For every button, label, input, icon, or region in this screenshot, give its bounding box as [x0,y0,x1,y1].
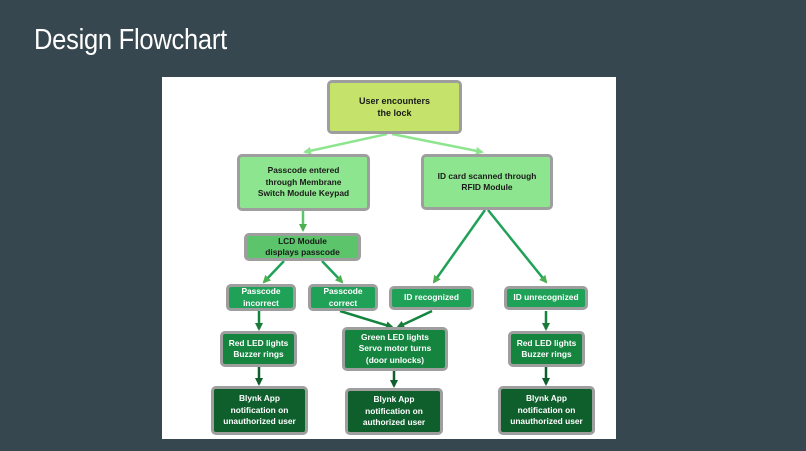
arrow-start-to-passcode [303,132,388,155]
node-id-card-scanned: ID card scanned through RFID Module [421,154,553,210]
arrow-idcard-to-unrecognized [487,209,548,284]
node-id-unrecognized: ID unrecognized [504,286,588,310]
slide-title: Design Flowchart [34,24,227,56]
arrow-lcd-to-incorrect [262,260,285,284]
arrow-recognized-to-greenled [396,309,433,329]
node-label: LCD Module displays passcode [265,235,340,257]
node-label: Blynk App notification on authorized use… [362,394,426,428]
node-label: User encounters the lock [358,95,431,118]
node-label: Passcode correct [323,286,363,308]
node-green-led-servo: Green LED lights Servo motor turns (door… [342,327,448,371]
node-passcode-incorrect: Passcode incorrect [226,284,296,311]
node-id-recognized: ID recognized [389,286,474,310]
arrow-idcard-to-recognized [432,209,487,284]
node-label: ID recognized [404,292,459,303]
node-label: Red LED lights Buzzer rings [516,337,577,359]
arrow-lcd-to-correct [321,260,344,284]
node-label: Blynk App notification on unauthorized u… [510,393,583,427]
node-passcode-entered: Passcode entered through Membrane Switch… [237,154,370,211]
node-red-led-right: Red LED lights Buzzer rings [508,331,585,367]
flowchart-connectors [255,132,550,388]
node-label: Passcode entered through Membrane Switch… [257,165,350,199]
node-red-led-left: Red LED lights Buzzer rings [220,331,297,367]
flowchart-panel: User encounters the lock Passcode entere… [162,77,616,439]
arrow-correct-to-greenled [339,309,394,330]
node-label: Passcode incorrect [241,286,281,308]
node-blynk-unauthorized-left: Blynk App notification on unauthorized u… [211,386,308,435]
node-blynk-unauthorized-right: Blynk App notification on unauthorized u… [498,386,595,435]
arrow-start-to-idcard [391,132,484,155]
node-label: ID unrecognized [513,292,579,303]
node-label: Blynk App notification on unauthorized u… [223,393,296,427]
node-lcd-display: LCD Module displays passcode [244,233,361,261]
node-label: Red LED lights Buzzer rings [228,337,289,359]
node-label: ID card scanned through RFID Module [437,170,537,192]
node-label: Green LED lights Servo motor turns (door… [358,331,432,365]
node-user-encounters-lock: User encounters the lock [327,80,462,134]
node-passcode-correct: Passcode correct [308,284,378,311]
node-blynk-authorized: Blynk App notification on authorized use… [345,388,443,435]
